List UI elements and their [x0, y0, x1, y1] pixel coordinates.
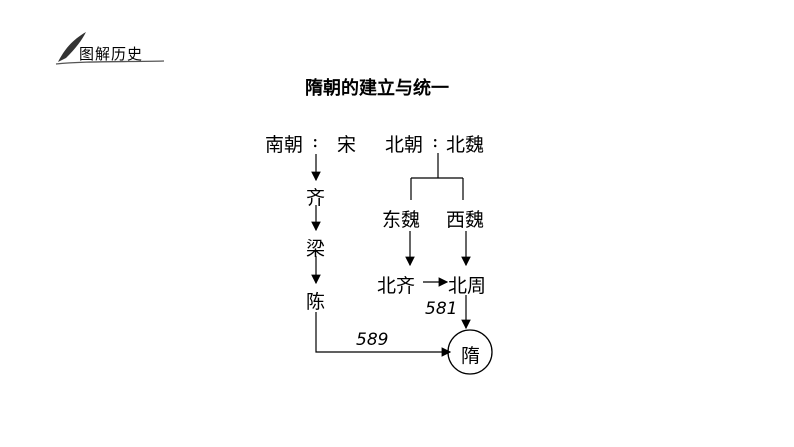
northern-label: 北朝: [385, 134, 424, 156]
dynasty-xiwei: 西魏: [446, 209, 485, 231]
sui-circle: [447, 329, 493, 375]
year-north-unify: 581: [425, 299, 458, 319]
dynasty-sui: 隋: [461, 345, 481, 367]
dynasty-liang: 梁: [306, 238, 326, 260]
year-south-unify: 589: [356, 330, 389, 350]
header-label: 图解历史: [79, 45, 144, 63]
dynasty-song: 宋: [337, 134, 357, 156]
dynasty-beizhou: 北周: [448, 275, 487, 297]
southern-label: 南朝: [265, 134, 304, 156]
quill-logo-icon: [55, 32, 165, 65]
dynasty-dongwei: 东魏: [382, 209, 421, 231]
northern-separator: :: [432, 130, 439, 152]
dynasty-qi: 齐: [306, 187, 326, 209]
dynasty-chen: 陈: [306, 291, 326, 313]
dynasty-beiwei: 北魏: [446, 134, 485, 156]
diagram-title: 隋朝的建立与统一: [305, 78, 449, 99]
dynasty-beiqi: 北齐: [377, 275, 416, 297]
southern-separator: :: [312, 130, 319, 152]
arrow-chen-sui: [315, 312, 452, 357]
